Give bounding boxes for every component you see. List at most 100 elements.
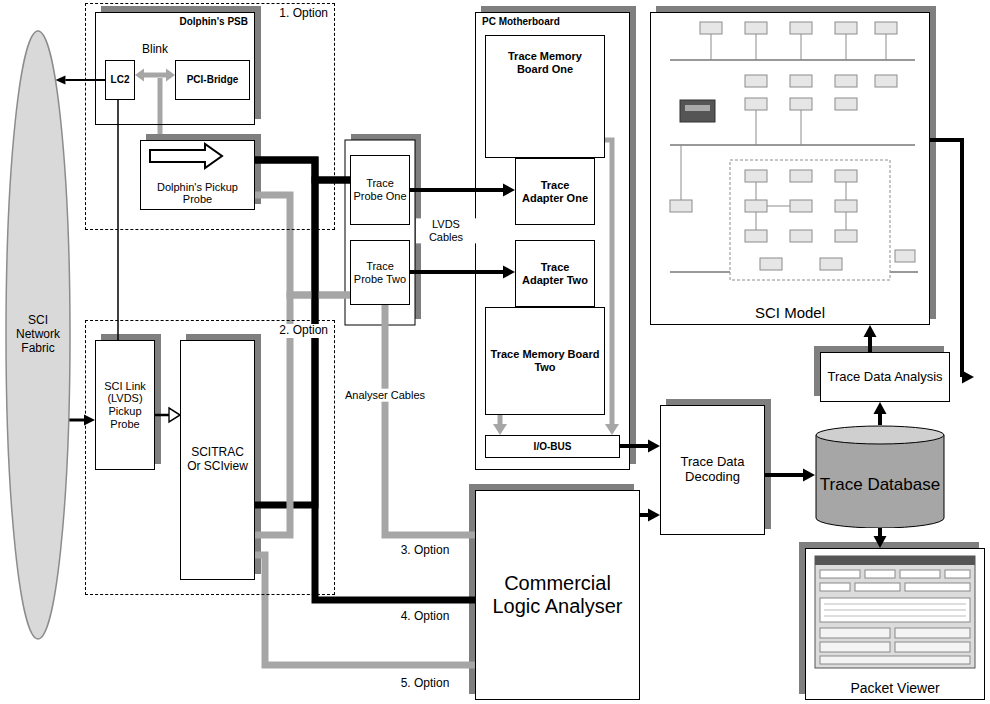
chip-box: PCI-Bridge bbox=[175, 60, 250, 100]
model-sketch bbox=[745, 75, 767, 87]
model-sketch bbox=[790, 22, 812, 34]
analyser-cable bbox=[255, 555, 475, 665]
model-sketch bbox=[790, 200, 812, 212]
node-label: Trace Memory Board Two bbox=[490, 348, 600, 373]
model-sketch bbox=[835, 98, 857, 110]
data-flow-arrow bbox=[765, 473, 803, 477]
model-sketch bbox=[745, 98, 767, 110]
viewer-field bbox=[820, 642, 890, 652]
adapter-box: Trace Adapter One bbox=[515, 158, 595, 225]
option-heading: 2. Option bbox=[277, 324, 330, 338]
memory-board-box: Trace Memory Board Two bbox=[485, 307, 605, 415]
data-flow-arrow bbox=[878, 414, 882, 425]
model-sketch bbox=[835, 75, 857, 87]
cylinder-body bbox=[816, 435, 944, 528]
connector-label: 4. Option bbox=[399, 610, 452, 624]
probe-box: Dolphin's Pickup Probe bbox=[140, 140, 255, 210]
model-sketch bbox=[745, 22, 767, 34]
viewer-field bbox=[855, 583, 900, 591]
model-panel: SCI Model bbox=[650, 12, 930, 325]
node-label: SCI Link (LVDS) Pickup Probe bbox=[98, 380, 152, 431]
lvds-cable bbox=[410, 188, 503, 192]
bus-arrow bbox=[605, 140, 612, 424]
probe-housing bbox=[345, 140, 415, 325]
probe-box: Trace Probe Two bbox=[350, 240, 410, 305]
pickup-arrow-icon bbox=[150, 144, 222, 168]
viewer-screenshot bbox=[815, 556, 975, 668]
model-sketch bbox=[875, 75, 897, 87]
probe-cable bbox=[255, 195, 350, 295]
cylinder-top bbox=[816, 426, 944, 444]
option-region: 2. OptionSCI Link (LVDS) Pickup ProbeSCI… bbox=[85, 320, 335, 595]
node-label: Commercial Logic Analyser bbox=[480, 572, 635, 618]
option-region: 1. OptionDolphin's PSBLC2PCI-BridgeDolph… bbox=[85, 3, 335, 230]
model-bus bbox=[670, 144, 915, 146]
node-label: Trace Memory Board One bbox=[492, 50, 598, 75]
viewer-field bbox=[895, 642, 970, 652]
board-box: Dolphin's PSBLC2PCI-Bridge bbox=[95, 12, 255, 125]
connector-group bbox=[65, 75, 962, 665]
viewer-row bbox=[824, 610, 966, 611]
model-sketch bbox=[835, 230, 857, 242]
model-sketch bbox=[886, 34, 887, 60]
network-ellipse: SCI Network Fabric bbox=[5, 30, 71, 640]
model-sketch bbox=[745, 170, 767, 182]
board-heading: PC Motherboard bbox=[480, 16, 562, 28]
model-sketch bbox=[835, 200, 857, 212]
data-flow-arrow bbox=[620, 444, 648, 448]
model-sketch bbox=[895, 250, 915, 262]
viewer-list bbox=[820, 598, 970, 622]
model-sketch bbox=[835, 22, 857, 34]
model-sketch bbox=[681, 145, 682, 200]
drop-shadow bbox=[630, 6, 636, 464]
probe-tap bbox=[158, 78, 163, 140]
node-label: LC2 bbox=[111, 74, 130, 86]
lvds-cable bbox=[410, 270, 503, 274]
model-sketch bbox=[835, 170, 857, 182]
drop-shadow bbox=[155, 334, 161, 464]
data-flow-arrow bbox=[868, 337, 872, 352]
node-label: Packet Viewer bbox=[850, 680, 939, 696]
cable-label: Analyser Cables bbox=[343, 389, 427, 402]
model-device-icon bbox=[685, 105, 710, 111]
model-group bbox=[730, 160, 890, 280]
node-label: Trace Database bbox=[820, 475, 940, 495]
chip-box: LC2 bbox=[105, 60, 135, 100]
memory-board-box: Trace Memory Board One bbox=[485, 35, 605, 158]
model-sketch bbox=[790, 230, 812, 242]
node-label: Trace Probe Two bbox=[353, 260, 407, 285]
data-flow-arrow bbox=[930, 140, 962, 377]
node-label: PCI-Bridge bbox=[187, 74, 239, 86]
model-device-icon bbox=[680, 100, 715, 122]
model-sketch bbox=[875, 22, 897, 34]
viewer-field bbox=[945, 570, 970, 578]
connector-label: Blink bbox=[140, 43, 170, 57]
model-sketch bbox=[790, 75, 812, 87]
tracer-box: SCITRAC Or SCIview bbox=[180, 340, 255, 580]
model-sketch bbox=[820, 258, 842, 270]
link-wire bbox=[117, 100, 119, 340]
drop-shadow bbox=[255, 6, 261, 119]
connector-label: 3. Option bbox=[399, 544, 452, 558]
model-sketch bbox=[801, 110, 802, 145]
model-sketch bbox=[670, 200, 692, 212]
option-heading: 1. Option bbox=[277, 7, 330, 21]
probe-cable bbox=[255, 180, 350, 505]
model-sketch bbox=[745, 230, 767, 242]
node-label: SCITRAC Or SCIview bbox=[185, 446, 250, 474]
node-label: Dolphin's Pickup Probe bbox=[145, 181, 250, 206]
model-sketch bbox=[846, 182, 847, 200]
node-label: I/O-BUS bbox=[534, 441, 572, 453]
drop-shadow bbox=[351, 134, 421, 140]
cable-label: LVDS Cables bbox=[416, 218, 476, 243]
database-cylinder: Trace Database bbox=[815, 425, 945, 528]
model-bus bbox=[670, 271, 730, 273]
drop-shadow bbox=[765, 399, 771, 529]
model-sketch bbox=[745, 200, 767, 212]
viewer-field bbox=[820, 656, 970, 664]
probe-box: Trace Probe One bbox=[350, 155, 410, 225]
viewer-field bbox=[820, 583, 850, 591]
connector-label: 5. Option bbox=[399, 677, 452, 691]
adapter-box: Trace Adapter Two bbox=[515, 240, 595, 307]
model-sketch bbox=[767, 206, 790, 207]
